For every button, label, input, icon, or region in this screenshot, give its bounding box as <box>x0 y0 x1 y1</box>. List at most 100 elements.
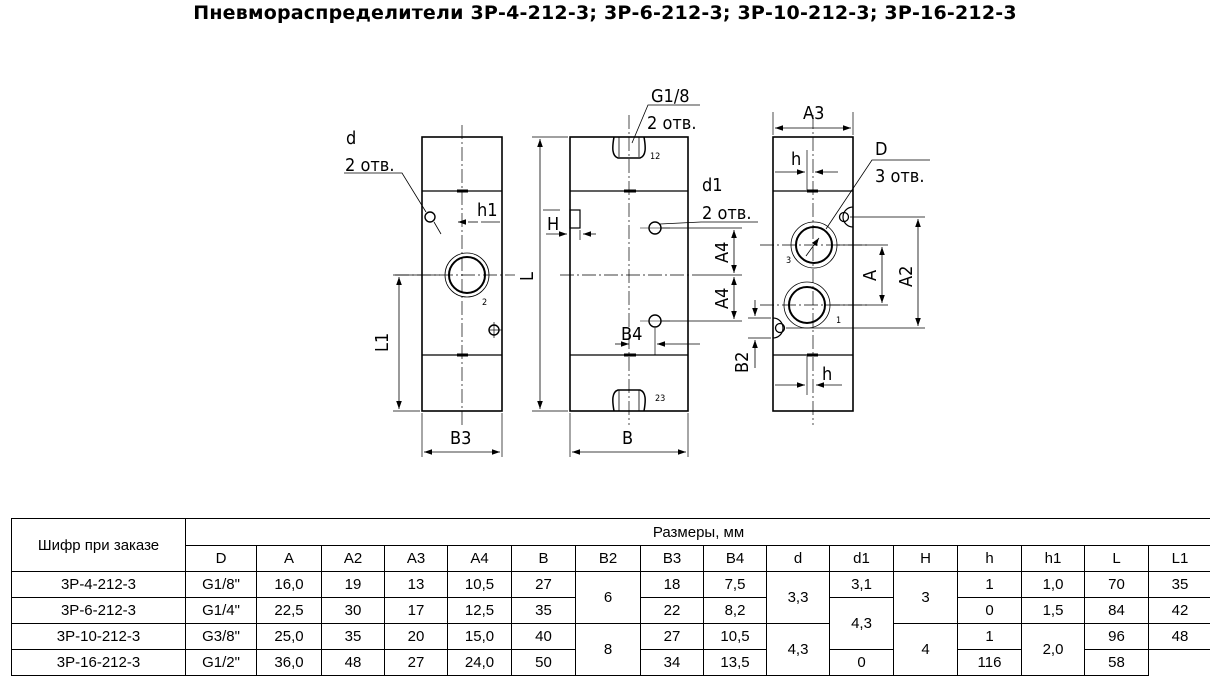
label-d1: d1 <box>702 175 723 196</box>
cell-A: 36,0 <box>256 649 322 676</box>
cell-B3: 27 <box>640 623 704 650</box>
col-header-A3: A3 <box>384 545 448 572</box>
port-label-3: 3 <box>786 256 791 266</box>
col-header-A2: A2 <box>321 545 385 572</box>
col-header-D: D <box>185 545 257 572</box>
col-header-H: H <box>893 545 958 572</box>
cell-L1: 42 <box>1147 597 1210 624</box>
cell-h: 0 <box>957 597 1022 624</box>
cell-B4: 8,2 <box>703 597 767 624</box>
cell-B4: 10,5 <box>703 623 767 650</box>
cell-h: 1 <box>957 571 1022 598</box>
cell-L: 116 <box>957 649 1022 676</box>
cell-L1: 58 <box>1084 649 1149 676</box>
view-left <box>344 125 515 457</box>
col-header-A4: A4 <box>447 545 512 572</box>
cell-D: G3/8" <box>185 623 257 650</box>
cell-A: 22,5 <box>256 597 322 624</box>
cell-h1: 2,0 <box>1021 623 1085 676</box>
view-middle <box>532 104 758 457</box>
page-title: Пневмораспределители 3Р-4-212-3; 3Р-6-21… <box>193 2 1017 24</box>
label-D-count: 3 отв. <box>875 166 924 187</box>
hole-d-circle <box>424 211 436 223</box>
cell-H: 3 <box>893 571 958 624</box>
cell-B: 40 <box>511 623 576 650</box>
cell-D: G1/4" <box>185 597 257 624</box>
cell-L1: 35 <box>1147 571 1210 598</box>
cell-B4: 13,5 <box>703 649 767 676</box>
cell-code: 3Р-10-212-3 <box>11 623 186 650</box>
cell-A3: 17 <box>384 597 448 624</box>
table-row: 3Р-6-212-3 G1/4" 22,5 30 17 12,5 35 22 8… <box>11 597 1210 650</box>
label-L1: L1 <box>372 333 393 352</box>
label-g18: G1/8 <box>651 86 690 107</box>
technical-drawing: d 2 отв. h1 2 L1 B 3 <box>344 86 930 457</box>
cell-B4: 7,5 <box>703 571 767 598</box>
cell-A3: 13 <box>384 571 448 598</box>
cell-h1: 1,5 <box>1021 597 1085 624</box>
cell-A4: 10,5 <box>447 571 512 598</box>
label-d-count: 2 отв. <box>345 155 394 176</box>
table-header-row-1: Шифр при заказе Размеры, мм <box>11 518 1210 572</box>
label-h1: h1 <box>477 200 498 221</box>
col-header-h1: h1 <box>1021 545 1085 572</box>
cell-D: G1/8" <box>185 571 257 598</box>
cell-B3: 22 <box>640 597 704 624</box>
cell-code: 3Р-4-212-3 <box>11 571 186 598</box>
table-header-row-2: D A A2 A3 A4 B B2 B3 B4 d d1 H h h1 L L1 <box>12 545 1210 572</box>
cell-h: 0 <box>829 649 894 676</box>
col-header-B4: B4 <box>703 545 767 572</box>
cell-A: 16,0 <box>256 571 322 598</box>
label-h-bottom: h <box>822 364 832 385</box>
cell-L: 84 <box>1084 597 1149 624</box>
cell-d: 3,3 <box>766 571 830 624</box>
label-d: d <box>346 128 356 149</box>
col-header-h: h <box>957 545 1022 572</box>
label-D: D <box>875 139 887 160</box>
cell-h1: 1,0 <box>1021 571 1085 598</box>
table-row: 3Р-10-212-3 G3/8" 25,0 35 20 15,0 40 8 2… <box>11 623 1210 676</box>
col-header-L: L <box>1084 545 1149 572</box>
label-h-top: h <box>791 149 801 170</box>
cell-L: 70 <box>1084 571 1149 598</box>
cell-B2: 6 <box>575 571 641 624</box>
cell-code: 3Р-16-212-3 <box>11 649 186 676</box>
col-header-d1: d1 <box>829 545 894 572</box>
label-A: A <box>860 270 881 281</box>
col-header-A: A <box>256 545 322 572</box>
cell-A4: 12,5 <box>447 597 512 624</box>
label-B: B <box>622 428 633 449</box>
port-2-circle <box>448 256 486 294</box>
table-row: 3Р-16-212-3 G1/2" 36,0 48 27 24,0 50 34 … <box>11 649 1210 676</box>
cell-B: 35 <box>511 597 576 624</box>
port-label-2: 2 <box>482 298 487 308</box>
cell-code: 3Р-6-212-3 <box>11 597 186 624</box>
col-header-B: B <box>511 545 576 572</box>
col-header-B2: B2 <box>575 545 641 572</box>
cell-d1: 4,3 <box>829 597 894 650</box>
port-label-12: 12 <box>650 152 660 162</box>
cell-H: 4 <box>893 623 958 676</box>
label-A3: A3 <box>803 103 824 124</box>
label-a4-bottom: A4 <box>712 288 733 309</box>
order-code-header: Шифр при заказе <box>11 518 186 572</box>
col-header-L1: L1 <box>1147 545 1210 572</box>
sizes-header: Размеры, мм <box>184 518 1210 546</box>
cell-A2: 30 <box>321 597 385 624</box>
cell-B2: 8 <box>575 623 641 676</box>
cell-A3: 20 <box>384 623 448 650</box>
cell-A2: 19 <box>321 571 385 598</box>
col-header-d: d <box>766 545 830 572</box>
cell-A4: 15,0 <box>447 623 512 650</box>
label-H: H <box>547 214 559 235</box>
cell-D: G1/2" <box>185 649 257 676</box>
cell-d: 4,3 <box>766 623 830 676</box>
port-1-circle <box>788 286 826 324</box>
port-label-23: 23 <box>655 394 665 404</box>
cell-A2: 35 <box>321 623 385 650</box>
cell-B3: 18 <box>640 571 704 598</box>
label-a4-top: A4 <box>712 242 733 263</box>
cell-h: 1 <box>957 623 1022 650</box>
col-header-B3: B3 <box>640 545 704 572</box>
cell-B: 27 <box>511 571 576 598</box>
